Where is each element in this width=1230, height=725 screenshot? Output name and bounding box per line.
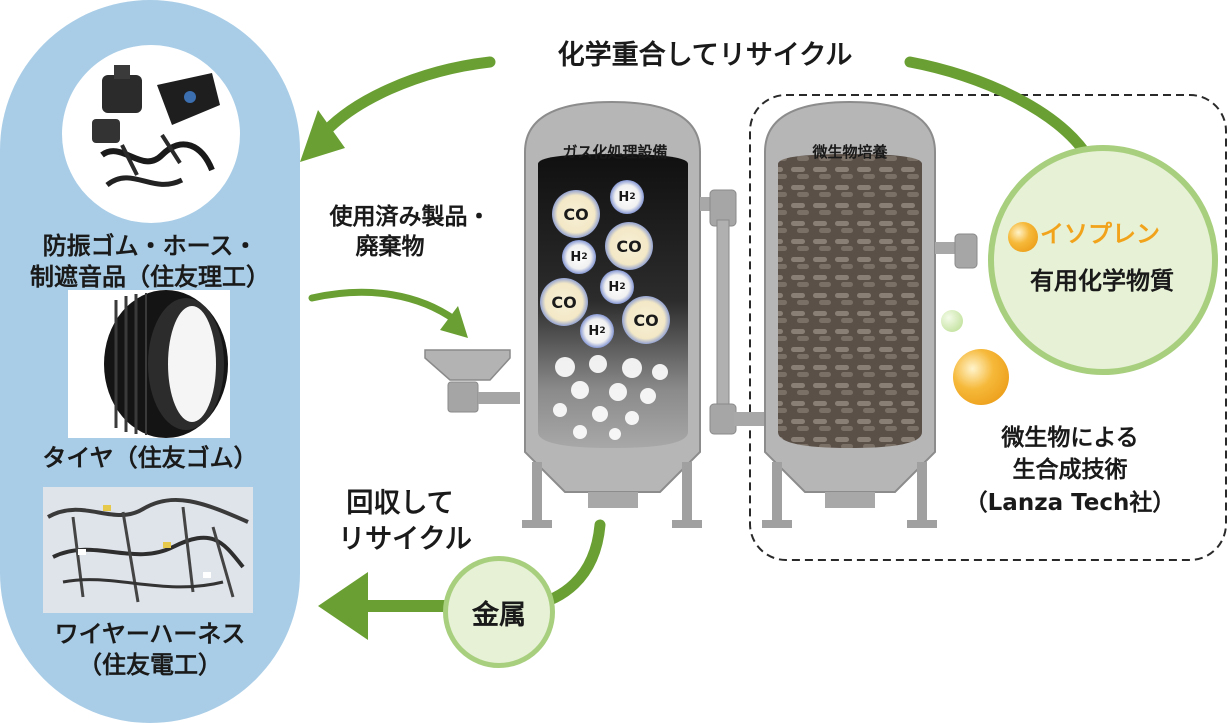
isoprene-icon [1008, 222, 1038, 252]
metal-circle: 金属 [443, 556, 555, 668]
input-arrow-head [440, 306, 468, 338]
bubble-icon [953, 349, 1009, 405]
microbe-tank [762, 100, 978, 528]
molecule: CO [622, 296, 670, 344]
input-label-1: 使用済み製品・ [329, 204, 491, 230]
molecule: CO [605, 222, 653, 270]
tire-label: タイヤ（住友ゴム） [42, 444, 258, 472]
metal-label: 金属 [472, 599, 526, 631]
rubber-label-2: 制遮音品（住友理工） [30, 263, 270, 291]
recycle-label-2: リサイクル [338, 524, 472, 555]
rubber-parts-photo [62, 45, 240, 223]
hopper [424, 349, 520, 413]
bubble-icon [941, 310, 963, 332]
chemical-recycle-label: 化学重合してリサイクル [557, 40, 853, 71]
tech-label-3: （Lanza Tech社） [964, 490, 1176, 516]
harness-label-2: （住友電工） [78, 651, 222, 679]
top-arrow-head [300, 110, 345, 162]
input-label-2: 廃棄物 [355, 234, 425, 260]
rubber-parts-image [92, 65, 220, 188]
top-arrow-right [904, 56, 1096, 166]
tech-label-2: 生合成技術 [1012, 457, 1128, 483]
rubber-label-1: 防振ゴム・ホース・ [42, 232, 258, 260]
harness-label-1: ワイヤーハーネス [54, 620, 246, 648]
tire-photo [68, 290, 230, 438]
gas-tank-title: ガス化処理設備 [562, 143, 668, 161]
recycle-label-1: 回収して [346, 488, 454, 519]
top-arrow-left [312, 56, 496, 146]
tech-label-1: 微生物による [1001, 425, 1139, 451]
wire-harness-photo [43, 487, 253, 613]
molecule: CO [540, 278, 588, 326]
process-region-outline [749, 94, 1227, 561]
isoprene-label: イソプレン [1040, 220, 1160, 248]
useful-chemical-label: 有用化学物質 [1030, 267, 1174, 295]
metal-arrow-head [318, 572, 368, 640]
molecule: CO [552, 190, 600, 238]
input-arrow [308, 288, 459, 324]
wire-harness-image [47, 497, 249, 603]
product-circle [988, 145, 1218, 375]
microbe-tank-title: 微生物培養 [812, 143, 888, 161]
tire-image [104, 290, 228, 438]
